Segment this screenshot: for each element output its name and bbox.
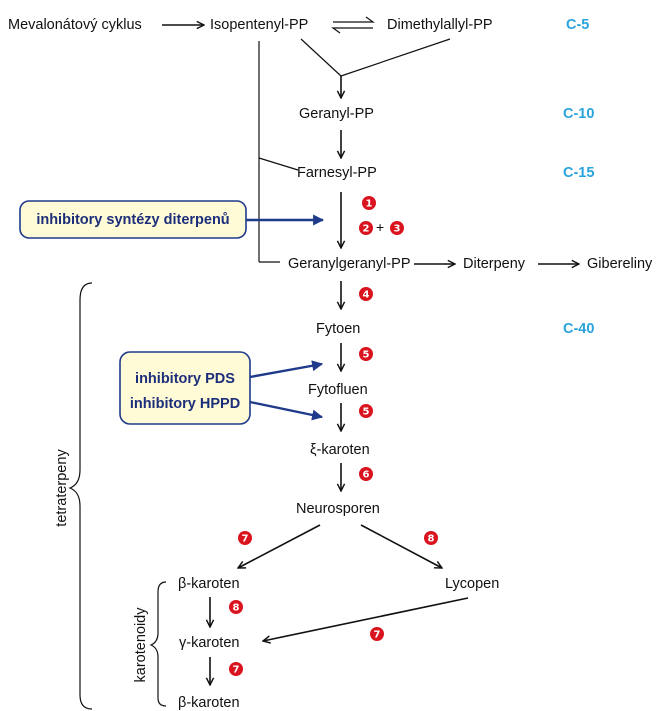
step-badge-6: 6: [359, 467, 373, 481]
level-c5: C-5: [566, 17, 589, 33]
node-farnesyl-pp: Farnesyl-PP: [297, 165, 377, 181]
step-badge-7b: 7: [370, 627, 384, 641]
level-c10: C-10: [563, 106, 594, 122]
plus-sign: +: [376, 219, 384, 235]
step-badge-2: 2: [359, 221, 373, 235]
svg-text:5: 5: [363, 407, 370, 418]
inhibitor-arrow-pds: [249, 360, 324, 379]
node-fytoen: Fytoen: [316, 321, 360, 337]
node-isopentenyl-pp: Isopentenyl-PP: [210, 17, 308, 33]
step-badge-8b: 8: [229, 600, 243, 614]
node-beta-karoten-1: β-karoten: [178, 576, 240, 592]
arrow-lycopen-to-gamma: [263, 597, 469, 641]
inhibitor-box-pds-hppd: inhibitory PDS inhibitory HPPD: [119, 351, 251, 425]
node-mevalonatovy-cyklus: Mevalonátový cyklus: [8, 17, 142, 33]
svg-text:5: 5: [363, 350, 370, 361]
node-dimethylallyl-pp: Dimethylallyl-PP: [387, 17, 493, 33]
step-badge-5b: 5: [359, 404, 373, 418]
bracket-karotenoidy: [149, 581, 167, 707]
svg-text:8: 8: [233, 603, 240, 614]
step-badge-8a: 8: [424, 531, 438, 545]
inhibitor-label-diterpene: inhibitory syntézy diterpenů: [36, 212, 229, 228]
bracket-tetraterpeny: [68, 282, 93, 710]
node-fytofluen: Fytofluen: [308, 382, 368, 398]
line-feed-to-farnesyl: [258, 157, 299, 171]
line-isopentenyl-merge: [300, 38, 342, 77]
svg-text:7: 7: [242, 534, 249, 545]
inhibitor-arrow-hppd: [249, 400, 324, 421]
node-geranyl-pp: Geranyl-PP: [299, 106, 374, 122]
svg-text:7: 7: [374, 630, 381, 641]
arrow-to-lycopen: [360, 524, 442, 568]
svg-text:7: 7: [233, 665, 240, 676]
level-c15: C-15: [563, 165, 594, 181]
node-xi-karoten: ξ-karoten: [310, 442, 370, 458]
node-diterpeny: Diterpeny: [463, 256, 526, 272]
step-badge-7c: 7: [229, 662, 243, 676]
label-tetraterpeny: tetraterpeny: [54, 449, 70, 527]
svg-text:8: 8: [428, 534, 435, 545]
step-badge-1: 1: [362, 196, 376, 210]
step-badge-5a: 5: [359, 347, 373, 361]
level-c40: C-40: [563, 321, 594, 337]
svg-text:1: 1: [366, 199, 373, 210]
step-badge-3: 3: [390, 221, 404, 235]
step-badge-7a: 7: [238, 531, 252, 545]
node-gamma-karoten: γ-karoten: [179, 635, 239, 651]
equilibrium-arrows: [331, 16, 375, 34]
svg-text:4: 4: [363, 290, 370, 301]
inhibitor-label-pds: inhibitory PDS: [135, 371, 235, 387]
inhibitor-box-diterpene: inhibitory syntézy diterpenů: [19, 200, 247, 239]
inhibitor-label-hppd: inhibitory HPPD: [130, 396, 240, 412]
line-dimethylallyl-merge: [340, 38, 451, 77]
label-karotenoidy: karotenoidy: [133, 607, 149, 683]
arrow-to-beta-karoten: [238, 524, 321, 568]
node-gibereliny: Gibereliny: [587, 256, 653, 272]
svg-text:6: 6: [363, 470, 370, 481]
step-badge-4: 4: [359, 287, 373, 301]
node-lycopen: Lycopen: [445, 576, 499, 592]
node-beta-karoten-2: β-karoten: [178, 695, 240, 711]
node-neurosporen: Neurosporen: [296, 501, 380, 517]
node-geranylgeranyl-pp: Geranylgeranyl-PP: [288, 256, 411, 272]
svg-text:2: 2: [363, 224, 370, 235]
svg-text:3: 3: [394, 224, 401, 235]
